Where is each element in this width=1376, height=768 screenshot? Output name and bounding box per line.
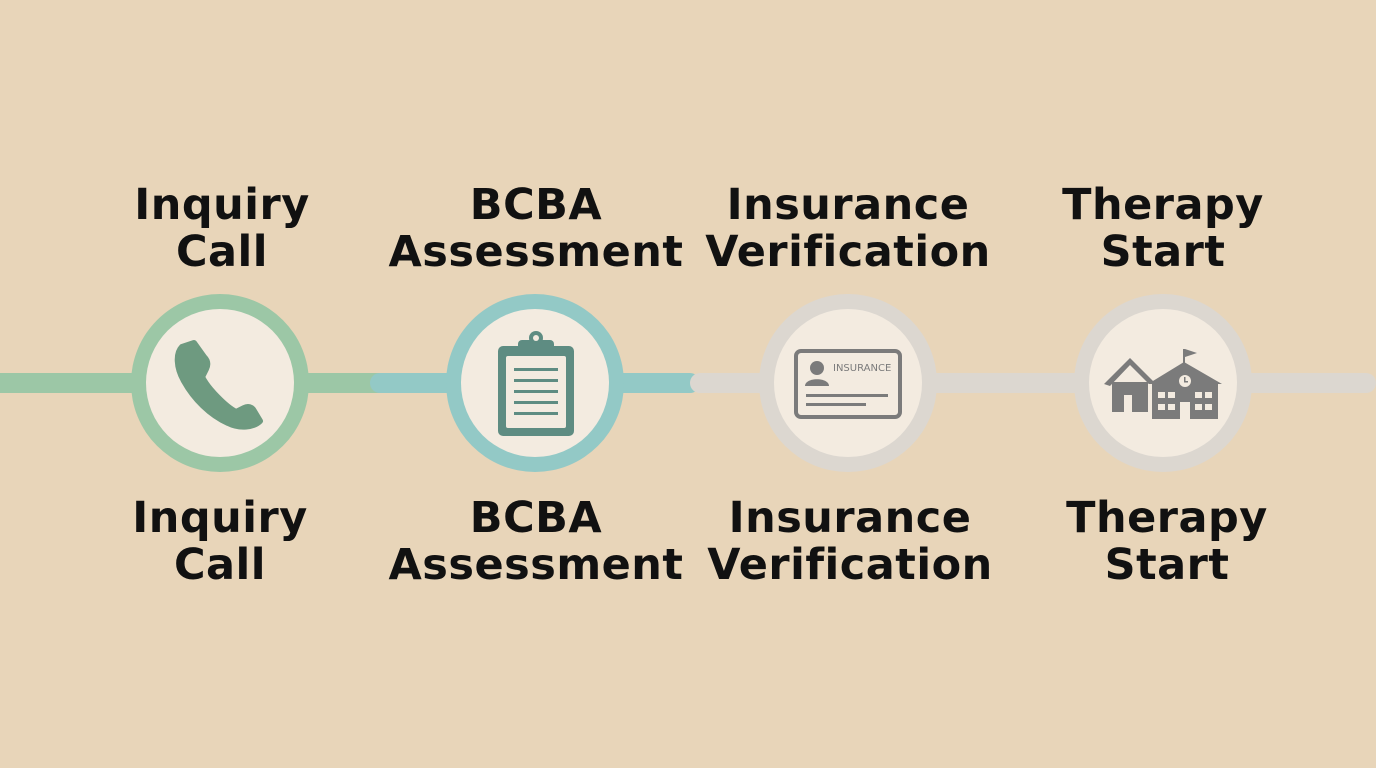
step-4-title-line1: Therapy (1062, 180, 1264, 230)
step-3-title-line2: Verification (707, 540, 993, 590)
step-3-title-line1: Insurance (728, 493, 972, 543)
step-3-title-line2: Verification (705, 227, 991, 277)
step-1-label-bottom: Inquiry Call (60, 495, 380, 589)
step-3-label-top: Insurance Verification (688, 182, 1008, 276)
step-4-title-line1: Therapy (1066, 493, 1268, 543)
step-node-1 (131, 294, 309, 472)
step-1-title-line1: Inquiry (134, 180, 310, 230)
step-node-3: INSURANCE (759, 294, 937, 472)
step-4-title-line2: Start (1104, 540, 1230, 590)
step-4-title-line2: Start (1100, 227, 1226, 277)
step-2-label-top: BCBA Assessment (376, 182, 696, 276)
insurance-card-icon: INSURANCE (794, 349, 902, 419)
step-2-title-line1: BCBA (469, 493, 603, 543)
step-2-title-line1: BCBA (469, 180, 603, 230)
step-2-title-line2: Assessment (388, 227, 684, 277)
step-node-4 (1074, 294, 1252, 472)
house-school-icon (1104, 349, 1222, 419)
step-4-label-bottom: Therapy Start (1007, 495, 1327, 589)
step-1-label-top: Inquiry Call (62, 182, 382, 276)
step-3-title-line1: Insurance (726, 180, 970, 230)
step-1-title-line2: Call (175, 227, 269, 277)
step-2-title-line2: Assessment (388, 540, 684, 590)
step-3-label-bottom: Insurance Verification (690, 495, 1010, 589)
step-4-label-top: Therapy Start (1003, 182, 1323, 276)
step-2-label-bottom: BCBA Assessment (376, 495, 696, 589)
phone-icon (174, 340, 263, 430)
step-node-2 (446, 294, 624, 472)
step-1-title-line1: Inquiry (132, 493, 308, 543)
clipboard-icon (498, 331, 574, 436)
insurance-card-text: INSURANCE (833, 363, 891, 374)
step-1-title-line2: Call (173, 540, 267, 590)
